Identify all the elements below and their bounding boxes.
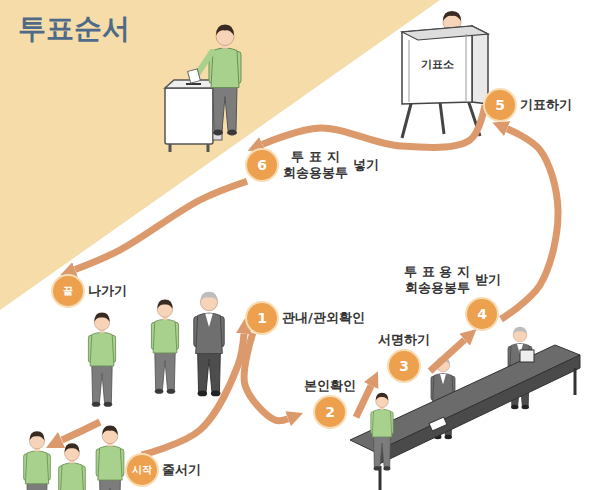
step-node: 3 서명하기 bbox=[378, 332, 430, 381]
step-node: 끝 나가기 bbox=[53, 276, 127, 306]
flow-arrow bbox=[501, 129, 558, 319]
step-number: 6 bbox=[247, 150, 277, 180]
booth-label: 기표소 bbox=[421, 57, 454, 72]
flow-arrow bbox=[142, 334, 244, 455]
queue-voter bbox=[59, 443, 86, 490]
step-label: 넣기 bbox=[353, 157, 379, 173]
step-label: 투 표 용 지 회송용봉투 bbox=[403, 264, 471, 297]
step-label-group: 기표하기 bbox=[520, 97, 572, 113]
voter-signing bbox=[371, 393, 393, 471]
step-label-group: 서명하기 bbox=[378, 332, 430, 348]
flow-arrow bbox=[356, 386, 371, 418]
step-label: 본인확인 bbox=[304, 378, 356, 394]
step-label: 나가기 bbox=[88, 283, 127, 299]
voter-at-check bbox=[151, 299, 178, 393]
flow-arrow bbox=[244, 333, 288, 421]
step-node: 5 기표하기 bbox=[485, 90, 572, 120]
step-label: 투 표 지 회송용봉투 bbox=[282, 149, 349, 182]
leaving-voter bbox=[88, 312, 115, 406]
step-label-group: 투 표 용 지 회송용봉투받기 bbox=[403, 264, 501, 297]
guide-official bbox=[194, 292, 224, 397]
step-label-group: 관내/관외확인 bbox=[282, 310, 365, 326]
official-table bbox=[350, 345, 580, 490]
flow-arrow bbox=[430, 340, 465, 371]
step-node: 시작 줄서기 bbox=[127, 455, 201, 485]
flow-arrow bbox=[75, 181, 247, 269]
step-label-group: 본인확인 bbox=[304, 378, 356, 394]
step-node: 6투 표 지 회송용봉투넣기 bbox=[247, 149, 379, 182]
step-label: 받기 bbox=[475, 272, 501, 288]
step-label: 기표하기 bbox=[520, 97, 572, 113]
step-node: 1 관내/관외확인 bbox=[247, 303, 365, 333]
step-label-group: 투 표 지 회송용봉투넣기 bbox=[282, 149, 379, 182]
flow-arrow bbox=[262, 105, 485, 147]
step-number: 2 bbox=[315, 397, 345, 427]
diagram-title: 투표순서 bbox=[18, 10, 130, 48]
step-number: 4 bbox=[467, 299, 497, 329]
step-number: 3 bbox=[389, 351, 419, 381]
step-label: 서명하기 bbox=[378, 332, 430, 348]
step-node: 2 본인확인 bbox=[304, 378, 356, 427]
voting-booth bbox=[402, 11, 488, 138]
step-label-group: 나가기 bbox=[88, 283, 127, 299]
voting-arm bbox=[188, 52, 212, 83]
background-band bbox=[0, 0, 440, 310]
queue-voter bbox=[24, 431, 51, 490]
step-number: 시작 bbox=[127, 455, 157, 485]
queue-voter bbox=[96, 425, 124, 490]
step-label-group: 줄서기 bbox=[162, 462, 201, 478]
step-number: 5 bbox=[485, 90, 515, 120]
step-label: 줄서기 bbox=[162, 462, 201, 478]
step-node: 4투 표 용 지 회송용봉투받기 bbox=[403, 264, 501, 330]
step-number: 1 bbox=[247, 303, 277, 333]
step-label: 관내/관외확인 bbox=[282, 310, 365, 326]
step-number: 끝 bbox=[53, 276, 83, 306]
voter-at-ballot-box bbox=[209, 25, 241, 136]
